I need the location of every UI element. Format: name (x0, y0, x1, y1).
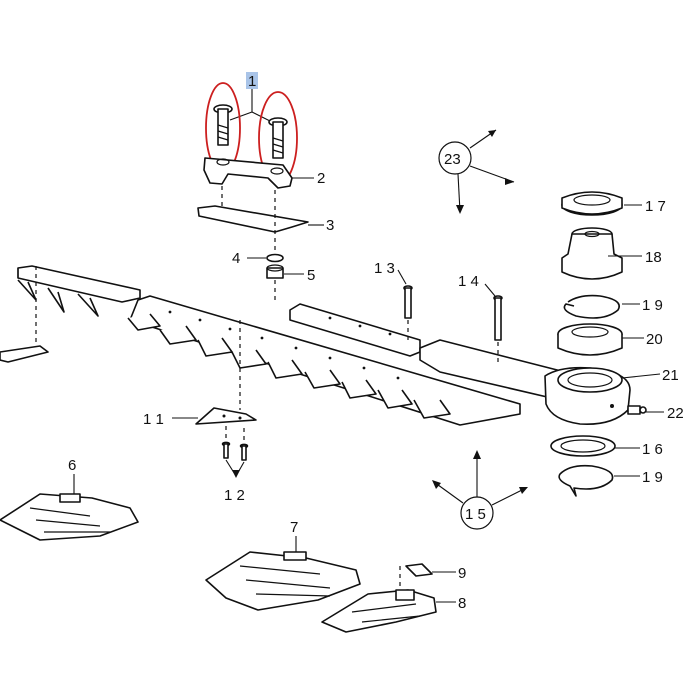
nut-part-5[interactable]: 5 (266, 264, 315, 300)
callout-17: 1 7 (645, 198, 666, 215)
knife-section-part-11[interactable]: 1 1 (143, 407, 257, 428)
seal-part-17[interactable]: 1 7 (561, 191, 666, 216)
part-1-tag (246, 72, 258, 89)
rivets-part-12[interactable]: 1 2 (221, 426, 249, 504)
pin-part-13[interactable]: 1 3 (374, 260, 413, 340)
cutter-bar-frame (0, 265, 521, 426)
callout-5: 5 (307, 267, 315, 284)
bearing-part-20[interactable]: 20 (557, 323, 663, 356)
callout-2: 2 (317, 170, 325, 187)
callout-23: 23 (444, 151, 461, 168)
callout-1: 1 (248, 73, 256, 90)
circlip-part-19-lower[interactable]: 1 9 (558, 464, 663, 497)
callout-3: 3 (326, 217, 334, 234)
pin-part-14[interactable]: 1 4 (458, 273, 503, 366)
callout-group-23: 23 (438, 129, 515, 214)
callout-13: 1 3 (374, 260, 395, 277)
callout-group-15: 1 5 (432, 450, 528, 530)
callout-8: 8 (458, 595, 466, 612)
callout-15: 1 5 (465, 506, 486, 523)
grease-nipple-part-22[interactable]: 22 (627, 405, 684, 422)
flat-plate-part-3[interactable]: 3 (197, 186, 334, 262)
callout-11: 1 1 (143, 411, 164, 428)
callout-4: 4 (232, 250, 240, 267)
guard-part-8[interactable]: 8 (321, 589, 466, 633)
callout-21: 21 (662, 367, 679, 384)
callout-7: 7 (290, 519, 298, 536)
callout-9: 9 (458, 565, 466, 582)
callout-18: 18 (645, 249, 662, 266)
callout-19-lower: 1 9 (642, 469, 663, 486)
callout-14: 1 4 (458, 273, 479, 290)
callout-12: 1 2 (224, 487, 245, 504)
circlip-part-19-upper[interactable]: 1 9 (563, 294, 663, 319)
callout-22: 22 (667, 405, 684, 422)
knife-head-bar (289, 303, 566, 401)
callout-19-upper: 1 9 (642, 297, 663, 314)
callout-6: 6 (68, 457, 76, 474)
guard-part-7[interactable]: 7 (205, 519, 361, 611)
clamp-plate-part-2[interactable]: 2 (203, 157, 325, 189)
guard-part-6[interactable]: 6 (0, 457, 139, 541)
knife-head-part-21[interactable]: 21 (544, 366, 679, 426)
bushing-part-18[interactable]: 18 (561, 227, 662, 280)
seal-ring-part-16[interactable]: 1 6 (550, 435, 663, 458)
clip-part-9[interactable]: 9 (399, 563, 466, 590)
callout-16: 1 6 (642, 441, 663, 458)
callout-20: 20 (646, 331, 663, 348)
washer-part-4[interactable]: 4 (232, 250, 284, 267)
